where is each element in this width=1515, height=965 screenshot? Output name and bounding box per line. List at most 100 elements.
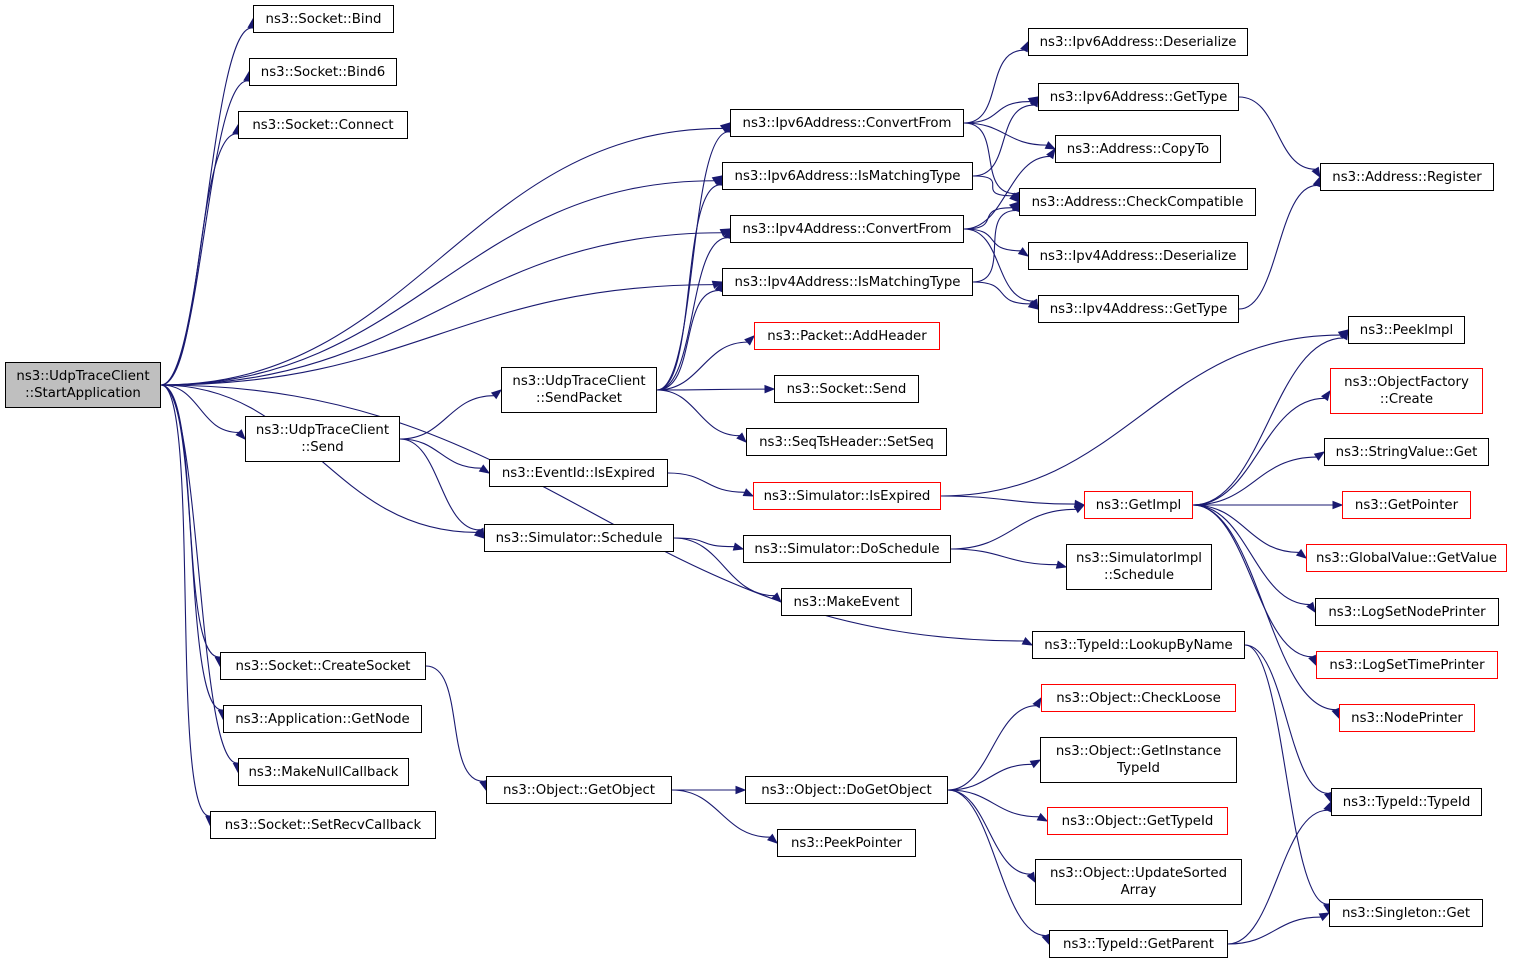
- edge-n9-n17: [656, 341, 748, 391]
- node-object-getobject[interactable]: ns3::Object::GetObject: [486, 776, 672, 804]
- edge-n23-n48: [1244, 644, 1329, 794]
- node-socket-connect[interactable]: ns3::Socket::Connect: [238, 111, 408, 139]
- node-label: ns3::Ipv6Address::Deserialize: [1039, 34, 1237, 50]
- node-socket-createsocket[interactable]: ns3::Socket::CreateSocket: [220, 652, 426, 680]
- node-socket-bind[interactable]: ns3::Socket::Bind: [253, 5, 394, 33]
- arrowhead-n8-n10: [478, 464, 491, 474]
- node-typeid-typeid[interactable]: ns3::TypeId::TypeId: [1331, 788, 1482, 816]
- edge-n0-n8: [160, 384, 239, 433]
- node-eventid-isexpired[interactable]: ns3::EventId::IsExpired: [489, 459, 668, 487]
- node-label: ns3::Ipv4Address::GetType: [1049, 301, 1228, 317]
- edge-n32-n40: [1192, 337, 1344, 506]
- node-typeid-getparent[interactable]: ns3::TypeId::GetParent: [1049, 930, 1228, 958]
- node-label: ns3::SeqTsHeader::SetSeq: [759, 434, 934, 450]
- arrowhead-n8-n9: [490, 389, 503, 400]
- node-udptraceclient-send[interactable]: ns3::UdpTraceClient::Send: [245, 416, 400, 462]
- node-object-dogetobject[interactable]: ns3::Object::DoGetObject: [745, 776, 948, 804]
- edge-n32-n41: [1192, 397, 1325, 506]
- node-label: ns3::Object::GetObject: [502, 782, 656, 798]
- edge-n0-n23: [160, 384, 1024, 642]
- node-makeevent[interactable]: ns3::MakeEvent: [781, 588, 912, 616]
- edge-n13-n26: [963, 49, 1025, 124]
- node-objectfactory-create[interactable]: ns3::ObjectFactory::Create: [1330, 368, 1483, 414]
- edge-n24-n37: [947, 789, 1031, 875]
- edge-n14-n27: [972, 104, 1035, 177]
- edge-n32-n44: [1192, 504, 1299, 554]
- node-ipv4address-gettype[interactable]: ns3::Ipv4Address::GetType: [1038, 295, 1239, 323]
- node-globalvalue-getvalue[interactable]: ns3::GlobalValue::GetValue: [1306, 544, 1507, 572]
- node-logsettimeprinter[interactable]: ns3::LogSetTimePrinter: [1316, 651, 1498, 679]
- arrowhead-n24-n35: [1029, 759, 1042, 769]
- node-label: ns3::Singleton::Get: [1341, 905, 1471, 921]
- node-typeid-lookupbyname[interactable]: ns3::TypeId::LookupByName: [1032, 631, 1245, 659]
- node-label: ns3::TypeId::GetParent: [1063, 936, 1214, 952]
- arrowhead-n32-n40: [1339, 328, 1349, 341]
- node-address-register[interactable]: ns3::Address::Register: [1320, 163, 1494, 191]
- edge-n0-n13: [160, 127, 723, 386]
- node-simulator-doschedule[interactable]: ns3::Simulator::DoSchedule: [743, 535, 951, 563]
- edge-n32-n47: [1192, 504, 1336, 711]
- node-address-checkcompatible[interactable]: ns3::Address::CheckCompatible: [1019, 188, 1256, 216]
- edge-n0-n6: [160, 384, 238, 764]
- node-peekimpl[interactable]: ns3::PeekImpl: [1348, 316, 1465, 344]
- node-ipv4address-ismatchingtype[interactable]: ns3::Ipv4Address::IsMatchingType: [722, 268, 973, 296]
- node-ipv4address-deserialize[interactable]: ns3::Ipv4Address::Deserialize: [1028, 242, 1248, 270]
- edge-n0-n3: [160, 133, 237, 386]
- node-simulator-isexpired[interactable]: ns3::Simulator::IsExpired: [753, 482, 941, 510]
- node-udptraceclient-sendpacket[interactable]: ns3::UdpTraceClient::SendPacket: [501, 367, 657, 413]
- node-simulatorimpl-schedule[interactable]: ns3::SimulatorImpl::Schedule: [1066, 544, 1212, 590]
- node-nodeprinter[interactable]: ns3::NodePrinter: [1339, 704, 1475, 732]
- edge-n21-n33: [950, 548, 1058, 566]
- arrowhead-n0-n15: [719, 228, 732, 237]
- node-address-copyto[interactable]: ns3::Address::CopyTo: [1055, 135, 1221, 163]
- node-packet-addheader[interactable]: ns3::Packet::AddHeader: [754, 322, 940, 350]
- node-label: ns3::Ipv4Address::IsMatchingType: [734, 274, 961, 290]
- node-application-getnode[interactable]: ns3::Application::GetNode: [223, 705, 422, 733]
- node-getimpl[interactable]: ns3::GetImpl: [1084, 491, 1193, 519]
- node-stringvalue-get[interactable]: ns3::StringValue::Get: [1324, 438, 1489, 466]
- node-socket-bind6[interactable]: ns3::Socket::Bind6: [249, 58, 397, 86]
- node-label: ns3::Object::GetTypeId: [1061, 813, 1214, 829]
- edge-n16-n31: [972, 281, 1031, 305]
- edge-n0-n2: [160, 80, 248, 386]
- node-ipv4address-convertfrom[interactable]: ns3::Ipv4Address::ConvertFrom: [730, 215, 964, 243]
- node-label: ns3::Socket::SetRecvCallback: [224, 817, 422, 833]
- node-socket-send[interactable]: ns3::Socket::Send: [774, 375, 919, 403]
- edge-n13-n27: [963, 100, 1031, 124]
- node-seqtsheader-setseq[interactable]: ns3::SeqTsHeader::SetSeq: [746, 428, 947, 456]
- arrowhead-n24-n37: [1026, 871, 1036, 884]
- arrowhead-n15-n30: [1017, 247, 1030, 257]
- node-getpointer[interactable]: ns3::GetPointer: [1342, 491, 1471, 519]
- node-label: ns3::Ipv6Address::IsMatchingType: [734, 168, 961, 184]
- arrowhead-n32-n45: [1306, 601, 1316, 614]
- node-label: ns3::SimulatorImpl: [1076, 551, 1202, 566]
- arrowhead-n9-n18: [764, 384, 776, 394]
- node-ipv6address-convertfrom[interactable]: ns3::Ipv6Address::ConvertFrom: [730, 109, 964, 137]
- node-logsetnodeprinter[interactable]: ns3::LogSetNodePrinter: [1315, 598, 1499, 626]
- node-singleton-get[interactable]: ns3::Singleton::Get: [1329, 899, 1483, 927]
- node-label: ns3::UdpTraceClient: [16, 369, 150, 384]
- node-label: ::StartApplication: [25, 386, 141, 401]
- node-label: ::Create: [1379, 392, 1434, 407]
- node-label: ns3::Object::UpdateSorted: [1049, 866, 1228, 881]
- arrowhead-n0-n16: [711, 280, 724, 289]
- arrowhead-n32-n42: [1313, 451, 1326, 461]
- node-object-gettypeid[interactable]: ns3::Object::GetTypeId: [1047, 807, 1228, 835]
- node-object-checkloose[interactable]: ns3::Object::CheckLoose: [1041, 684, 1236, 712]
- node-peekpointer[interactable]: ns3::PeekPointer: [777, 829, 916, 857]
- arrowhead-n11-n21: [732, 542, 745, 551]
- edge-n0-n16: [160, 284, 714, 386]
- node-ipv6address-deserialize[interactable]: ns3::Ipv6Address::Deserialize: [1028, 28, 1248, 56]
- edge-n0-n5: [160, 384, 223, 711]
- node-label: ns3::MakeEvent: [793, 594, 900, 610]
- edge-n31-n39: [1238, 184, 1317, 310]
- node-simulator-schedule[interactable]: ns3::Simulator::Schedule: [484, 524, 674, 552]
- node-ipv6address-ismatchingtype[interactable]: ns3::Ipv6Address::IsMatchingType: [722, 162, 973, 190]
- node-socket-setrecvcallback[interactable]: ns3::Socket::SetRecvCallback: [210, 811, 436, 839]
- edge-n20-n40: [940, 334, 1341, 497]
- arrowhead-n14-n29: [1009, 192, 1021, 203]
- node-ipv6address-gettype[interactable]: ns3::Ipv6Address::GetType: [1038, 83, 1239, 111]
- node-makenullcallback[interactable]: ns3::MakeNullCallback: [238, 758, 409, 786]
